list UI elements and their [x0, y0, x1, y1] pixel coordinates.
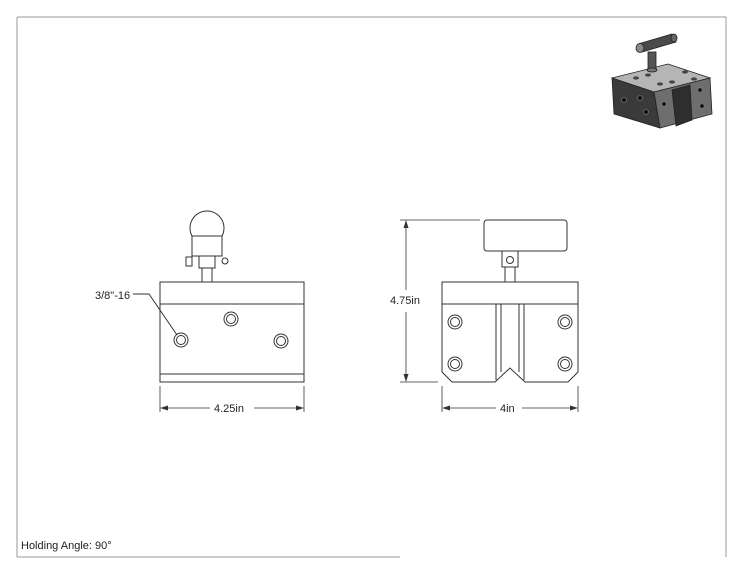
- thread-callout: 3/8"-16: [95, 290, 131, 302]
- front-view: [133, 210, 305, 383]
- front-width-dimension: [159, 386, 305, 412]
- holding-angle-caption: Holding Angle: 90°: [21, 540, 112, 552]
- front-handle-stem: [198, 255, 216, 269]
- isometric-thumbnail: [610, 33, 713, 129]
- front-handle-knob: [189, 210, 225, 257]
- height-label: 4.75in: [390, 295, 420, 307]
- side-handle-bar: [483, 219, 568, 252]
- sheet-border: [16, 16, 727, 558]
- side-view: [441, 219, 579, 383]
- height-dimension: [400, 219, 480, 383]
- side-width-dimension: [441, 386, 579, 412]
- side-holes: [447, 314, 573, 372]
- side-width-label: 4in: [500, 403, 515, 415]
- front-width-label: 4.25in: [214, 403, 244, 415]
- thread-leader: [133, 293, 178, 336]
- side-body: [441, 281, 579, 383]
- front-holes: [173, 311, 289, 349]
- front-body: [159, 281, 305, 383]
